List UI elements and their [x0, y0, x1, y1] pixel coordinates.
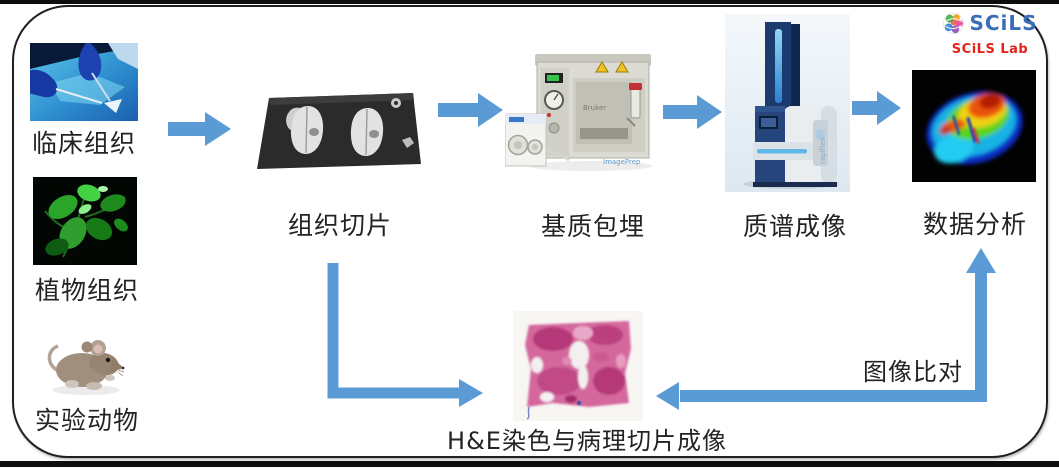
- scils-logo-text: SCiLS: [969, 11, 1038, 35]
- step-label-matrix: 基质包埋: [540, 212, 646, 241]
- bottom-edge-bar: [0, 461, 1059, 467]
- step-label-analysis: 数据分析: [922, 210, 1028, 239]
- svg-text:ImagePrep: ImagePrep: [603, 158, 641, 166]
- top-edge-bar: [0, 0, 1059, 4]
- clinical-surgery-photo: [30, 43, 138, 121]
- bottom-step-label: H&E染色与病理切片成像: [447, 427, 727, 455]
- scils-lab-text: SCiLS Lab: [951, 42, 1029, 57]
- scils-logo: SCiLS SCiLS Lab: [934, 11, 1046, 57]
- mass-spectrometer-photo: rapifleX: [725, 14, 850, 192]
- lab-mouse-photo: [42, 320, 126, 400]
- diagram-frame: [12, 5, 1048, 458]
- tissue-section-slide-photo: [256, 92, 422, 172]
- plant-fluorescence-photo: [33, 177, 137, 265]
- step-label-sectioning: 组织切片: [287, 211, 393, 240]
- source-label-clinical: 临床组织: [31, 129, 137, 158]
- step-label-imaging: 质谱成像: [742, 212, 848, 241]
- msi-heatmap-photo: [912, 70, 1036, 182]
- comparison-label: 图像比对: [863, 358, 963, 386]
- svg-text:rapifleX: rapifleX: [819, 137, 827, 164]
- matrix-coating-instrument-photo: Bruker ImagePrep: [505, 48, 655, 178]
- svg-text:Bruker: Bruker: [583, 104, 606, 112]
- scils-globe-icon: [942, 12, 965, 35]
- he-stained-section-photo: [513, 311, 643, 421]
- source-label-animal: 实验动物: [34, 406, 140, 435]
- source-label-plant: 植物组织: [34, 276, 140, 305]
